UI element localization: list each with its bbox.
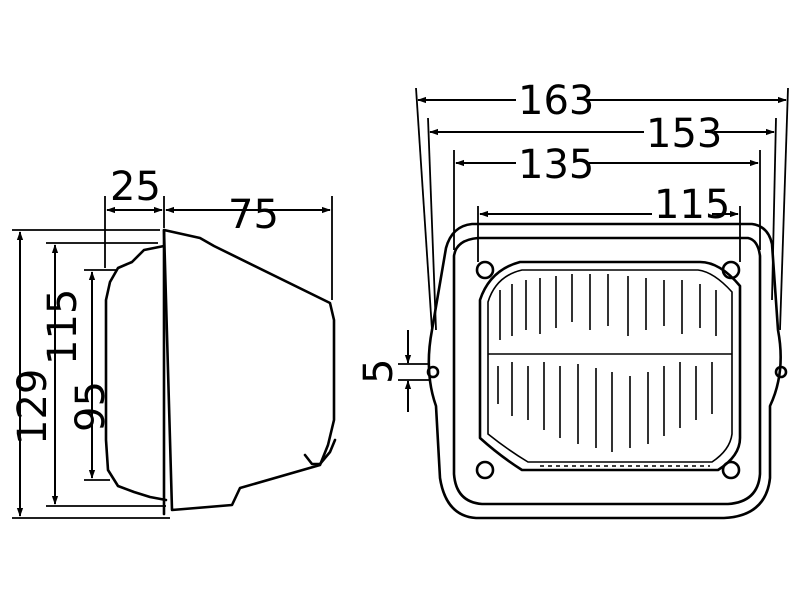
label-dim-129: 129 [10,369,56,445]
mount-hole-top-left [475,260,495,280]
label-dim-5: 5 [356,359,402,384]
label-dim-163: 163 [518,78,594,124]
front-view-outer-frame [427,222,782,520]
front-view: 163 153 135 115 5 [356,78,789,520]
front-view-lens [478,260,742,472]
label-dim-135: 135 [518,142,594,188]
label-dim-95: 95 [68,381,114,432]
label-dim-75: 75 [228,192,279,238]
front-view-lens-inner [487,269,733,463]
side-view-connector [303,438,337,466]
lens-flutes [488,274,732,467]
mount-hole-bottom-right [721,460,741,480]
label-dim-153: 153 [646,111,722,157]
side-view-lens-outline [104,244,168,502]
side-view: 25 75 129 115 95 [10,164,337,519]
front-view-flange [452,236,762,506]
mount-hole-bottom-left [475,460,495,480]
label-dim-115-front: 115 [654,182,730,228]
adjust-point-left [426,365,440,379]
label-dim-25: 25 [110,164,161,210]
side-view-body-outline [162,228,336,512]
adjust-point-right [774,365,788,379]
label-dim-115-side: 115 [40,289,86,365]
mount-hole-top-right [721,260,741,280]
